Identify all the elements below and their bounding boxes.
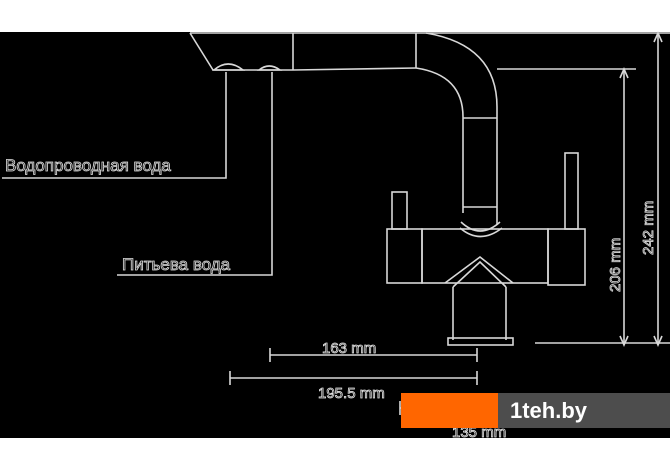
reach-3-label: 135 mm — [452, 424, 506, 441]
watermark-text: 1teh.by — [498, 393, 670, 428]
drawing-background — [0, 32, 670, 438]
faucet-body — [386, 152, 586, 346]
vertical-dimensions — [497, 31, 670, 347]
reach-2-label: 195.5 mm — [318, 385, 385, 402]
height-inner-label: 206 mm — [607, 238, 624, 292]
faucet-spout — [189, 32, 670, 238]
reach-1-label: 163 mm — [322, 340, 376, 357]
watermark-banner: 1teh.by — [401, 393, 670, 428]
tap-water-label: Водопроводная вода — [5, 156, 171, 175]
drinking-water-label: Питьева вода — [122, 255, 231, 274]
height-total-label: 242 mm — [640, 201, 657, 255]
leader-lines — [2, 72, 273, 276]
watermark-accent — [401, 393, 498, 428]
horizontal-dimensions — [229, 348, 478, 415]
aerators — [211, 63, 283, 71]
